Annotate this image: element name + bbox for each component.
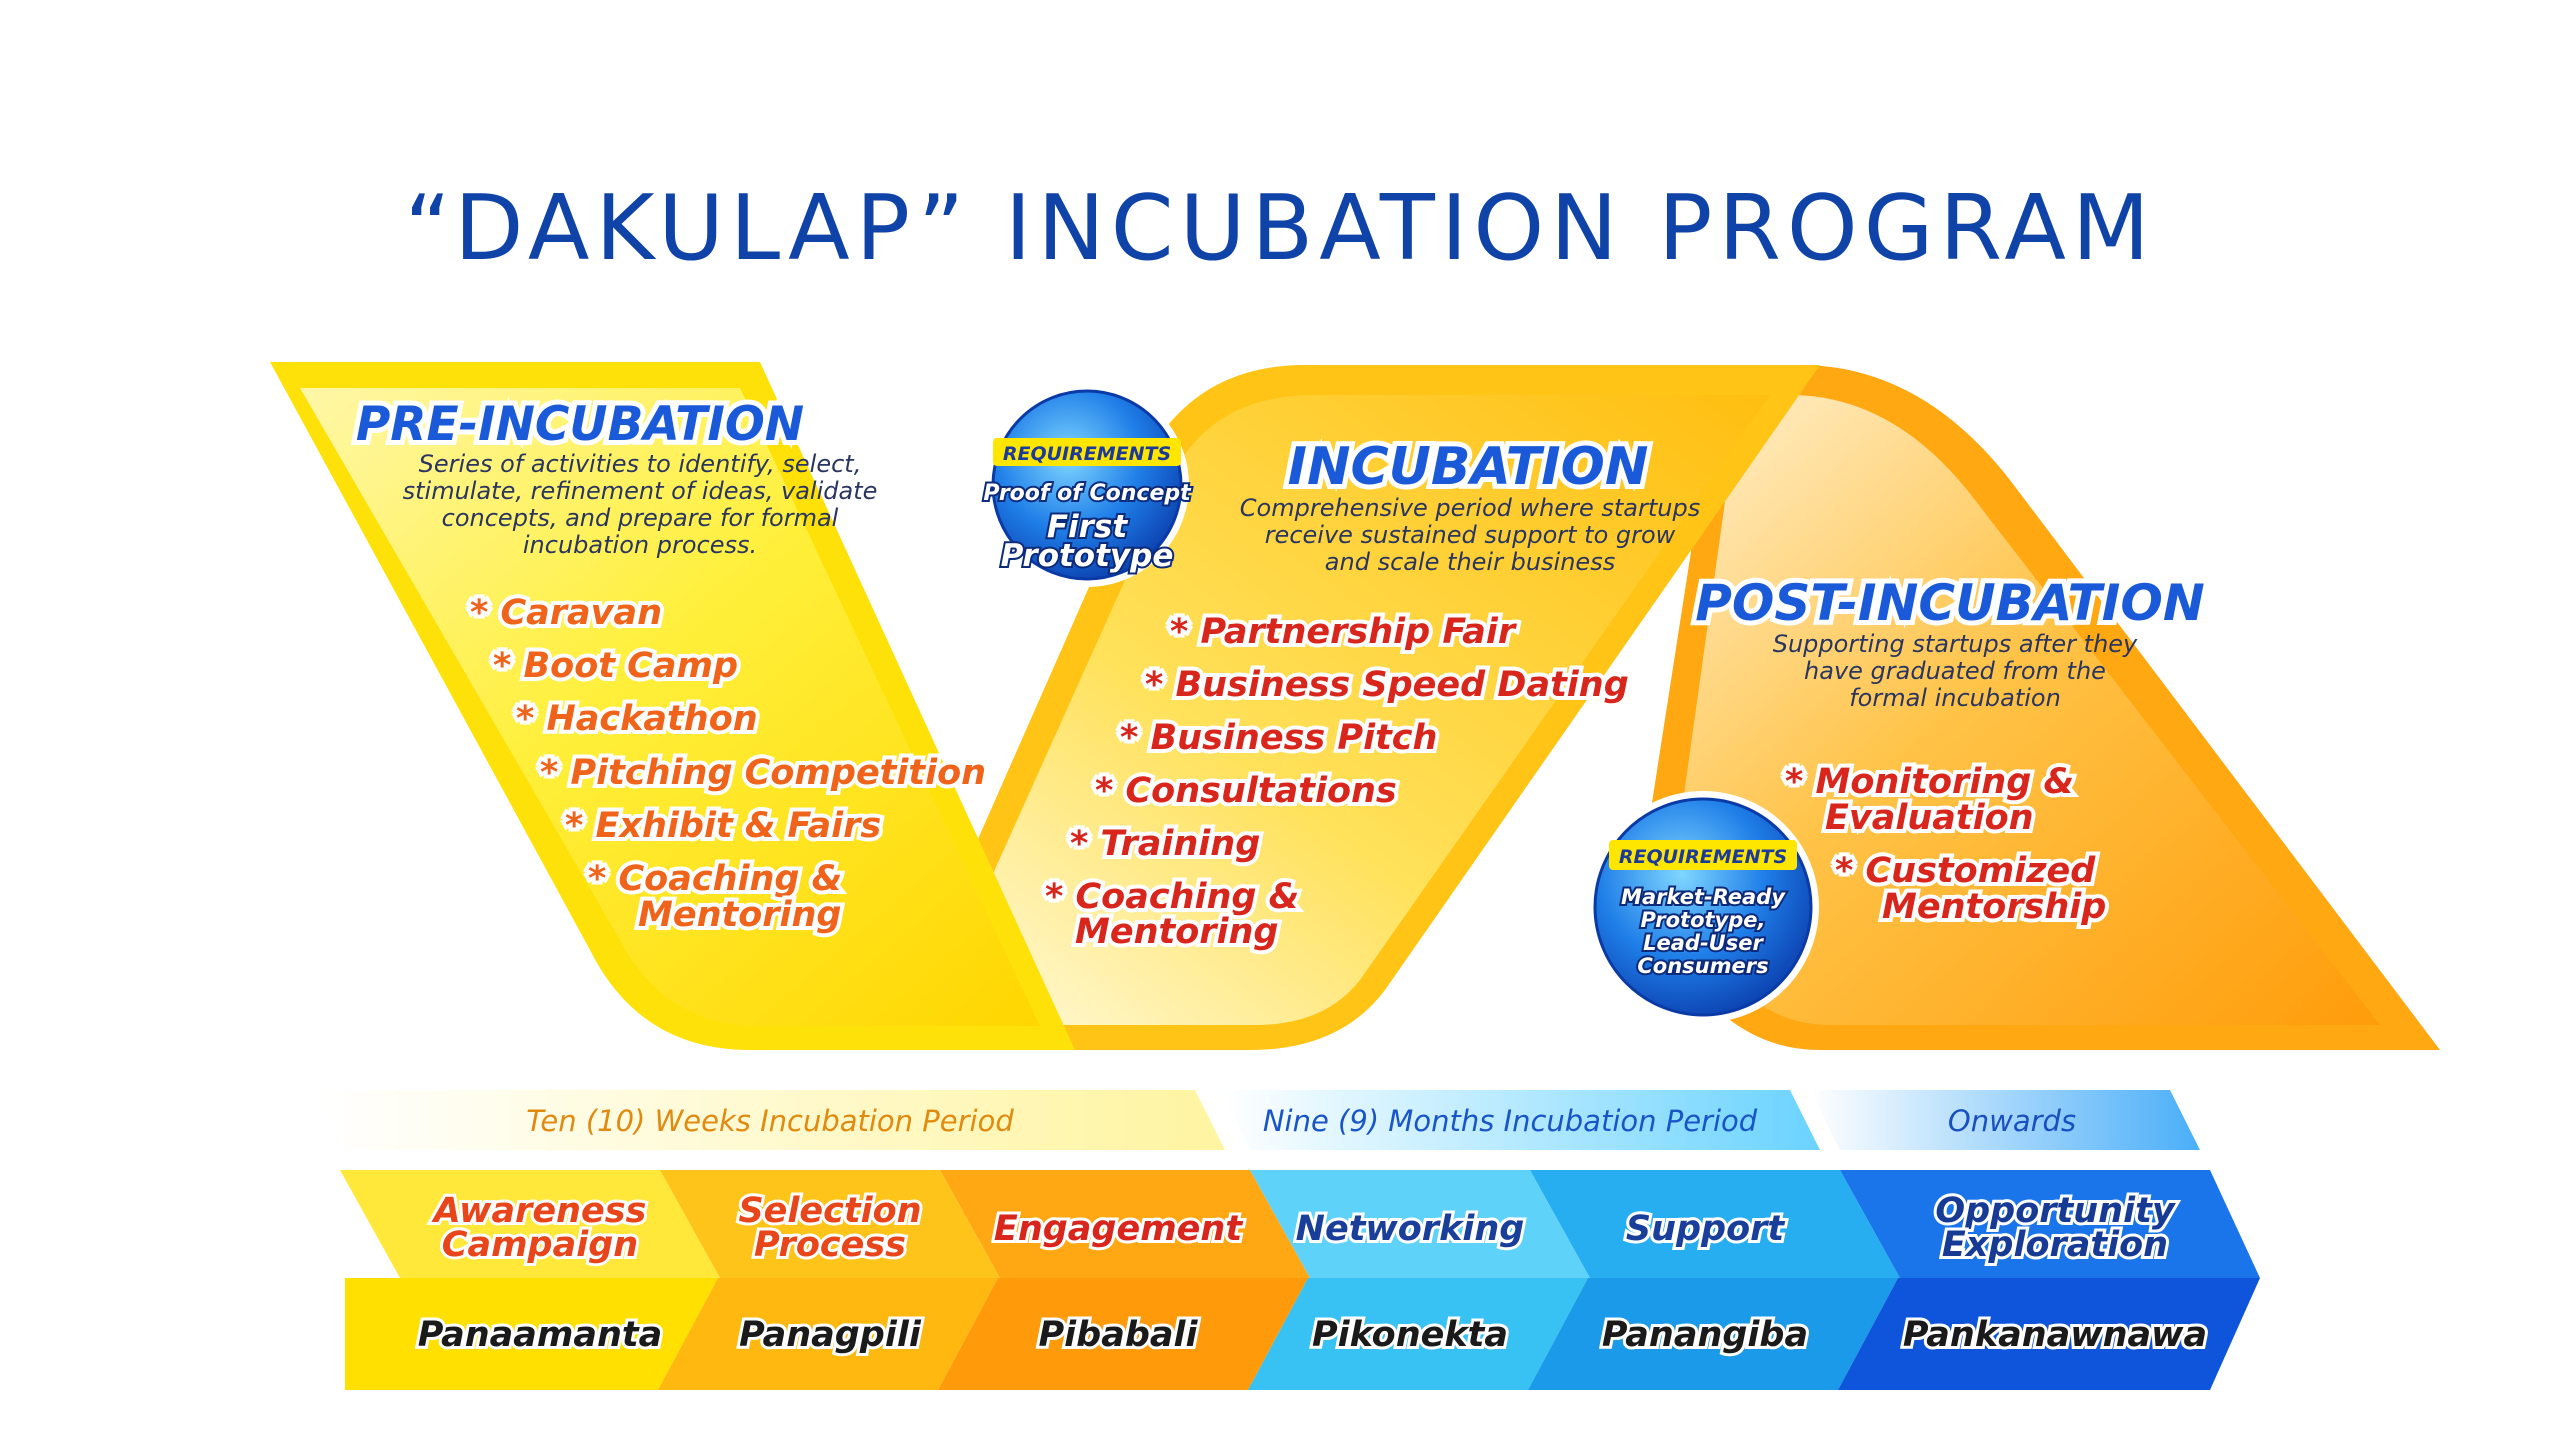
- stage-local-label: Pankanawnawa: [1903, 1315, 2207, 1355]
- requirements-label: REQUIREMENTS: [1003, 443, 1171, 465]
- requirement-line: Proof of Concept: [983, 481, 1192, 506]
- requirement-line: Prototype,: [1641, 908, 1766, 932]
- inc-desc-line: receive sustained support to grow: [1265, 521, 1676, 549]
- stage-networking: Networking Pikonekta: [1248, 1170, 1590, 1390]
- requirements-label-bg: [1609, 840, 1797, 870]
- post-incubation-shape: [1640, 365, 2440, 1050]
- post-desc-line: formal incubation: [1849, 684, 2061, 712]
- requirements-label-bg: [993, 438, 1181, 466]
- requirement-line: Consumers: [1637, 954, 1768, 978]
- inc-desc-line: and scale their business: [1325, 548, 1615, 576]
- activity-item: * Coaching &: [1045, 877, 1299, 917]
- stage-label: Support: [1626, 1209, 1786, 1249]
- stage-label: Networking: [1296, 1209, 1525, 1249]
- post-incubation-activities: * Monitoring & Evaluation * Customized M…: [1781, 758, 2110, 931]
- page-title: “DAKULAP” INCUBATION PROGRAM: [404, 176, 2156, 281]
- incubation-title: INCUBATION: [1288, 437, 1649, 497]
- stage-label: Engagement: [994, 1209, 1243, 1249]
- activity-item: * Boot Camp: [493, 646, 738, 686]
- activity-item: * Hackathon: [516, 699, 758, 739]
- pre-desc-line: incubation process.: [523, 531, 757, 559]
- post-incubation-description: Supporting startups after they have grad…: [1773, 630, 2138, 712]
- activity-item: * Customized: [1835, 851, 2096, 891]
- activity-item: Mentoring: [1075, 912, 1279, 952]
- requirements-label: REQUIREMENTS: [1619, 846, 1787, 868]
- post-incubation-title: POST-INCUBATION: [1695, 574, 2205, 632]
- activity-item: * Caravan: [470, 593, 662, 633]
- stage-local-label: Panangiba: [1602, 1315, 1808, 1355]
- stage-awareness-campaign: Awareness Campaign Panaamanta: [340, 1170, 720, 1390]
- pre-incubation-activities: * Caravan * Boot Camp * Hackathon * Pitc…: [466, 589, 990, 939]
- activity-item: * Coaching &: [588, 859, 842, 899]
- stage-selection-process: Selection Process Panagpili: [658, 1170, 1000, 1390]
- pre-incubation-description: Series of activities to identify, select…: [403, 450, 878, 559]
- period-banner-onwards: Onwards: [1810, 1090, 2200, 1150]
- requirements-badge-second: REQUIREMENTS Market-Ready Prototype, Lea…: [1587, 791, 1819, 1023]
- activity-item: * Business Pitch: [1120, 718, 1437, 758]
- stage-local-label: Panaamanta: [418, 1315, 663, 1355]
- activity-item: * Business Speed Dating: [1145, 665, 1629, 705]
- period-banner-ten-weeks: Ten (10) Weeks Incubation Period: [315, 1090, 1225, 1150]
- activity-item: * Monitoring &: [1785, 762, 2074, 802]
- pre-incubation-title: PRE-INCUBATION: [356, 397, 804, 452]
- stage-label: Opportunity: [1935, 1191, 2176, 1231]
- post-desc-line: have graduated from the: [1804, 657, 2106, 685]
- activity-item: Mentoring: [638, 895, 842, 935]
- incubation-activities: * Partnership Fair * Business Speed Dati…: [1041, 608, 1633, 956]
- period-banner-nine-months: Nine (9) Months Incubation Period: [1220, 1090, 1820, 1150]
- activity-item: * Partnership Fair: [1170, 612, 1518, 652]
- requirement-line: Prototype: [1001, 538, 1174, 574]
- requirement-line: First: [1047, 509, 1129, 545]
- activity-item: * Training: [1070, 824, 1260, 864]
- stage-local-label: Pibabali: [1039, 1315, 1199, 1355]
- stage-label: Awareness: [431, 1191, 647, 1231]
- stage-opportunity-exploration: Opportunity Exploration Pankanawnawa: [1838, 1170, 2260, 1390]
- pre-desc-line: Series of activities to identify, select…: [419, 450, 862, 478]
- activity-item: Evaluation: [1825, 798, 2034, 838]
- stage-support: Support Panangiba: [1528, 1170, 1900, 1390]
- period-label: Ten (10) Weeks Incubation Period: [526, 1104, 1014, 1138]
- stage-label: Process: [754, 1225, 906, 1265]
- requirement-line: Market-Ready: [1621, 885, 1786, 909]
- post-desc-line: Supporting startups after they: [1773, 630, 2138, 658]
- stage-label: Exploration: [1942, 1225, 2168, 1265]
- incubation-description: Comprehensive period where startups rece…: [1240, 494, 1700, 576]
- requirements-badge-first: REQUIREMENTS Proof of Concept First Prot…: [981, 383, 1194, 587]
- activity-item: * Consultations: [1095, 771, 1397, 811]
- requirement-line: Lead-User: [1643, 931, 1764, 955]
- stage-label: Campaign: [442, 1225, 638, 1265]
- stage-local-label: Pikonekta: [1312, 1315, 1508, 1355]
- stage-local-label: Panagpili: [739, 1315, 922, 1355]
- period-label: Onwards: [1948, 1104, 2076, 1138]
- pre-desc-line: concepts, and prepare for formal: [442, 504, 839, 532]
- inc-desc-line: Comprehensive period where startups: [1240, 494, 1700, 522]
- stage-label: Selection: [738, 1191, 921, 1231]
- activity-item: * Exhibit & Fairs: [565, 806, 881, 846]
- period-label: Nine (9) Months Incubation Period: [1263, 1104, 1758, 1138]
- pre-desc-line: stimulate, refinement of ideas, validate: [403, 477, 878, 505]
- activity-item: * Pitching Competition: [540, 753, 986, 793]
- stage-engagement: Engagement Pibabali: [938, 1170, 1310, 1390]
- pre-incubation-shape: [270, 362, 1075, 1050]
- activity-item: Mentorship: [1882, 887, 2106, 927]
